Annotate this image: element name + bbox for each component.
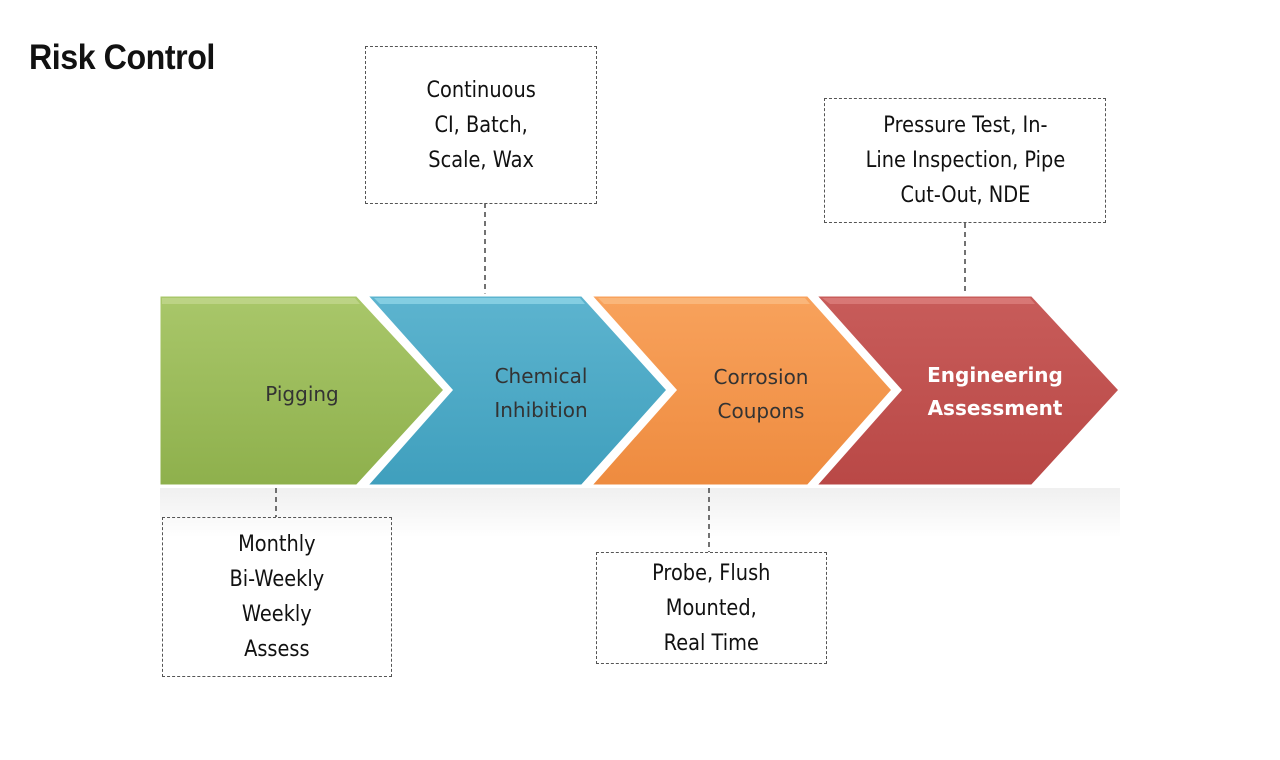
callout-corrosion-coupons: Probe, Flush Mounted, Real Time bbox=[596, 552, 827, 664]
chevron-label: Corrosion bbox=[714, 365, 809, 389]
diagram-title: Risk Control bbox=[29, 38, 215, 77]
chevron-corrosion-coupons: Corrosion Coupons bbox=[586, 293, 896, 488]
chevron-label: Chemical bbox=[495, 364, 588, 388]
chevron-label: Assessment bbox=[928, 396, 1063, 420]
chevron-reflection bbox=[160, 488, 1120, 538]
chevron-label: Engineering bbox=[927, 363, 1063, 387]
chevron-engineering-assessment: Engineering Assessment bbox=[811, 293, 1123, 488]
callout-text: Monthly Bi-Weekly Weekly Assess bbox=[229, 532, 325, 662]
chevron-pigging: Pigging bbox=[157, 293, 448, 488]
callout-text: Pressure Test, In- Line Inspection, Pipe… bbox=[865, 113, 1065, 208]
chevron-label: Inhibition bbox=[494, 398, 587, 422]
chevron-label: Coupons bbox=[718, 399, 805, 423]
callout-engineering-assessment: Pressure Test, In- Line Inspection, Pipe… bbox=[824, 98, 1106, 223]
callout-chemical-inhibition: Continuous CI, Batch, Scale, Wax bbox=[365, 46, 597, 204]
callout-text: Continuous CI, Batch, Scale, Wax bbox=[426, 77, 536, 173]
callout-text: Probe, Flush Mounted, Real Time bbox=[652, 560, 771, 656]
chevron-chemical-inhibition: Chemical Inhibition bbox=[362, 293, 671, 488]
callout-pigging: Monthly Bi-Weekly Weekly Assess bbox=[162, 517, 392, 677]
chevron-label: Pigging bbox=[265, 382, 339, 406]
